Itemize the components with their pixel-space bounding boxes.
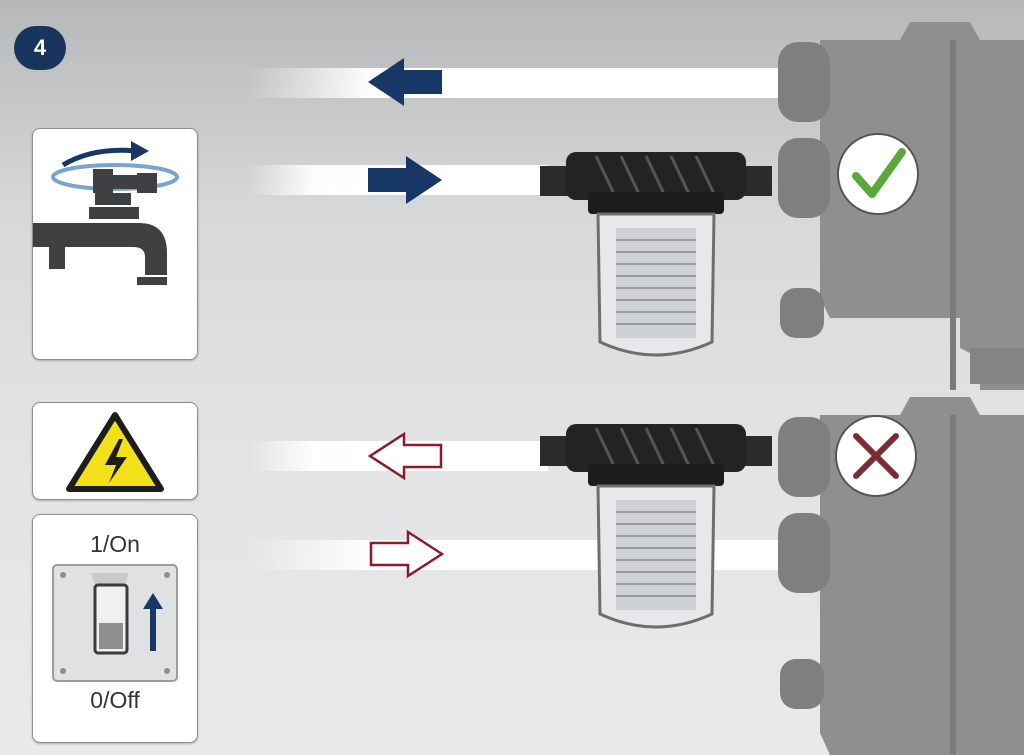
tap-panel xyxy=(32,128,198,360)
checkmark-icon xyxy=(837,133,919,215)
warning-panel xyxy=(32,402,198,500)
switch-panel: 1/On 0/Off xyxy=(32,514,198,743)
filter-top xyxy=(540,152,772,357)
pump-body-top xyxy=(778,22,1024,390)
arrow-right-outline xyxy=(369,529,445,579)
electrical-hazard-icon xyxy=(66,412,164,492)
filter-bottom xyxy=(540,424,772,629)
arrow-left-solid xyxy=(368,58,442,106)
arrow-left-outline xyxy=(367,431,443,481)
tap-rotate-icon xyxy=(33,141,179,285)
arrow-right-solid xyxy=(368,156,442,204)
power-switch-icon xyxy=(52,564,178,682)
step-number-badge: 4 xyxy=(14,26,66,70)
switch-on-label: 1/On xyxy=(90,531,140,557)
switch-off-label: 0/Off xyxy=(90,687,140,713)
cross-icon xyxy=(835,415,917,497)
pipe-outlet-top xyxy=(248,68,788,98)
